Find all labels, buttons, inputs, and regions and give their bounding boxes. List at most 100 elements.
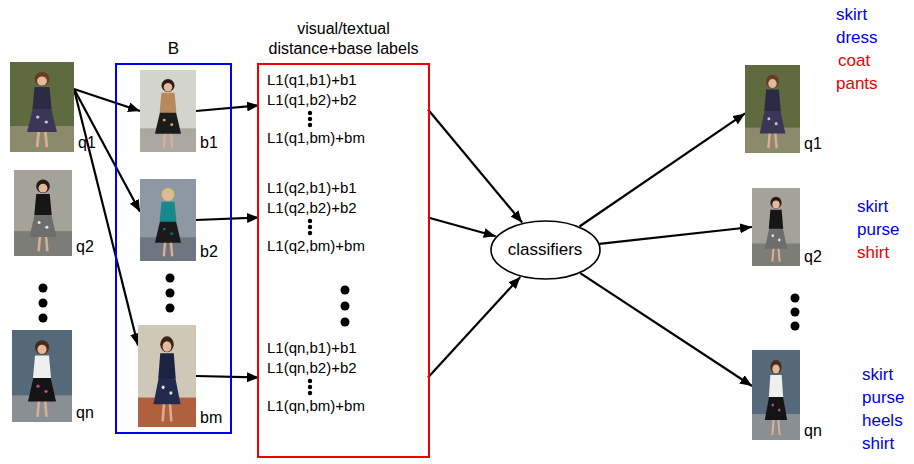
photo-skirt (29, 212, 56, 237)
photo-background (10, 62, 74, 152)
photo-top (764, 89, 781, 111)
connector-arrow (74, 89, 140, 212)
vertical-dots (300, 378, 320, 396)
photo-node: b1 (140, 70, 196, 152)
dot (341, 302, 350, 311)
group-box: Bb1b2bm (115, 63, 232, 434)
dot (39, 299, 48, 308)
dot (341, 286, 350, 295)
image-label: q2 (76, 238, 94, 256)
connector-arrow (428, 218, 496, 237)
photo-pattern (169, 391, 172, 395)
photo-top (34, 194, 51, 215)
distance-term: L1(q1,b2)+b2 (267, 90, 424, 110)
photo-leg (164, 241, 165, 256)
photo-leg (46, 235, 47, 251)
dot (166, 304, 175, 313)
photo-top (160, 202, 177, 222)
dot (308, 117, 312, 121)
image-label: b1 (200, 134, 218, 152)
connector-arrow (196, 376, 259, 378)
dot (308, 219, 312, 223)
photo-hair (161, 79, 174, 92)
photo-skirt (155, 110, 181, 134)
photo-top (158, 353, 175, 378)
photo-pattern (36, 115, 39, 118)
dot (308, 379, 312, 383)
photo-illustration (140, 179, 196, 261)
group-box: visual/textual distance+base labelsL1(q1… (257, 63, 430, 458)
photo-pattern (38, 221, 41, 224)
dot (308, 111, 312, 115)
image-label: q1 (78, 134, 96, 152)
distance-group: L1(q2,b1)+b1L1(q2,b2)+b2L1(q2,bm)+bm (259, 177, 428, 258)
photo-hair (766, 75, 779, 89)
predicted-label: dress (836, 29, 878, 47)
dot (308, 231, 312, 235)
photo-face (164, 83, 173, 91)
photo-leg (164, 132, 165, 147)
photo-skirt (760, 108, 786, 133)
photo-face (772, 200, 779, 208)
image-label: qn (76, 404, 94, 422)
predicted-label: purse (862, 389, 905, 407)
photo-background (140, 70, 196, 152)
photo-pattern (36, 385, 39, 388)
connector-arrow (579, 113, 745, 226)
photo-leg (45, 400, 47, 417)
photo-skirt (765, 226, 787, 249)
connector-arrow (599, 227, 752, 244)
dot (341, 318, 350, 327)
dot (308, 225, 312, 229)
photo-node: qn (12, 330, 72, 422)
photo-face (163, 341, 172, 351)
connector-arrow (196, 218, 259, 221)
photo-pattern (45, 120, 48, 123)
photo-face (164, 192, 173, 200)
photo-background (14, 170, 72, 256)
predicted-label: heels (862, 412, 903, 430)
distance-term: L1(qn,b2)+b2 (267, 358, 424, 378)
photo-node: q1 (745, 65, 800, 153)
photo-pattern (170, 123, 173, 126)
photo-leg (39, 235, 40, 251)
photo-pattern (163, 228, 166, 231)
photo-top (160, 93, 177, 113)
photo-node: b2 (140, 179, 196, 261)
photo-background (140, 179, 196, 261)
distance-term: L1(q1,b1)+b1 (267, 70, 424, 90)
predicted-label: shirt (862, 435, 894, 453)
photo-node: bm (138, 325, 196, 427)
photo-illustration (10, 62, 74, 152)
photo-leg (772, 418, 773, 435)
photo-pattern (778, 408, 781, 411)
dot (308, 123, 312, 127)
photo-illustration (138, 325, 196, 427)
photo-node: q1 (10, 62, 74, 152)
photo-illustration (140, 70, 196, 152)
box-heading: B (168, 39, 179, 59)
classifier-ellipse: classifiers (490, 220, 601, 280)
photo-hair (36, 180, 50, 193)
predicted-label: skirt (857, 198, 888, 216)
photo-skirt (153, 375, 180, 404)
photo-illustration (752, 350, 800, 440)
photo-background (745, 65, 800, 153)
box-heading: visual/textual distance+base labels (244, 19, 444, 59)
photo-pattern (45, 226, 48, 229)
distance-term: L1(q2,bm)+bm (267, 236, 424, 256)
photo-hair (770, 360, 781, 374)
distance-term: L1(q1,bm)+bm (267, 128, 424, 148)
dot (39, 284, 48, 293)
photo-leg (171, 132, 172, 147)
image-label: bm (200, 409, 222, 427)
connector-arrow (74, 89, 138, 345)
photo-illustration (14, 170, 72, 256)
predicted-label: skirt (862, 366, 893, 384)
photo-pattern (778, 239, 781, 242)
photo-hair (770, 197, 781, 209)
photo-skirt (28, 375, 56, 402)
photo-face (37, 345, 46, 354)
photo-pattern (775, 122, 778, 125)
vertical-dots (300, 110, 320, 128)
